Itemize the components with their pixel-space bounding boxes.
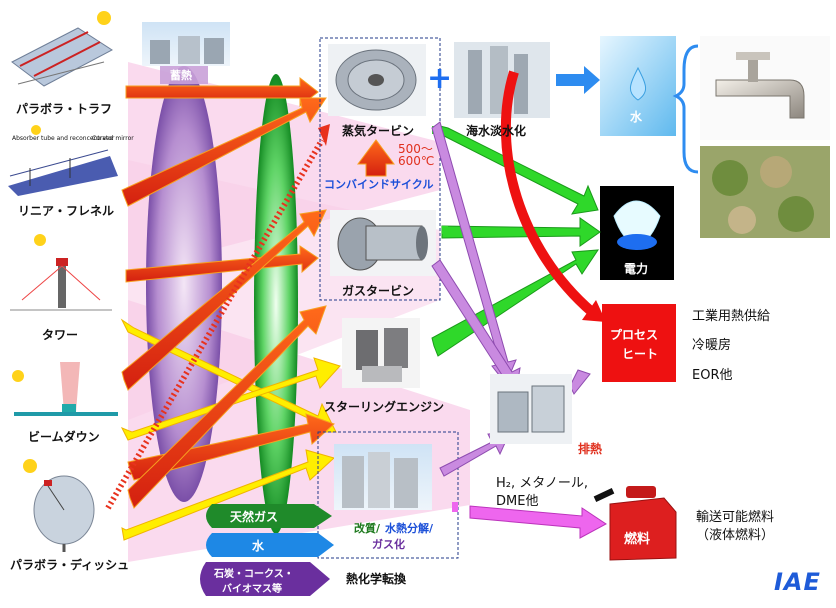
fresnel-annotation-1: Absorber tube and reconcentrator: [12, 135, 115, 142]
thermochemical-plant-image: [334, 444, 432, 510]
stirling-label: スターリングエンジン: [324, 400, 445, 414]
green-arrows: [431, 125, 601, 357]
thermochem-label: 熱化学転換: [346, 572, 407, 586]
steam-turbine-image: [328, 44, 426, 116]
magenta-arrow: [469, 505, 607, 539]
linear-fresnel-image: [8, 125, 118, 196]
faucet-image: [700, 36, 830, 140]
thermochem-process-1: 改質/: [354, 522, 381, 535]
fuel-label: 燃料: [624, 532, 651, 547]
water-brace: [672, 44, 699, 174]
transportable-fuel-label-2: （液体燃料）: [696, 528, 775, 543]
electricity-image: [600, 186, 674, 280]
purple-arrow: [569, 369, 591, 395]
storage-banner: [160, 66, 208, 84]
sun-icon: [31, 125, 41, 135]
waste-heat-label: 排熱: [578, 442, 603, 456]
thermochem-process-2: 水熱分解/: [385, 522, 434, 535]
temp-range-1: 500～: [398, 142, 433, 156]
combined-cycle-label: コンバインドサイクル: [324, 178, 434, 191]
linear-fresnel-label: リニア・フレネル: [18, 204, 115, 218]
chemical-plant-image: [490, 374, 572, 444]
parabolic-trough-image: [11, 11, 113, 87]
red-curved-arrow-head: [582, 300, 606, 322]
sun-icon: [12, 370, 24, 382]
red-curved-arrow: [500, 70, 596, 316]
plus-sign: +: [427, 61, 452, 96]
natural-gas-label: 天然ガス: [230, 510, 279, 524]
red-arrows: [105, 76, 335, 510]
gas-turbine-label: ガスタービン: [342, 284, 415, 298]
combined-cycle-up-arrow: [357, 139, 395, 177]
parabolic-trough-label: パラボラ・トラフ: [16, 102, 113, 116]
thermochem-process-3: ガス化: [372, 538, 405, 551]
fuel-can-image: [593, 486, 677, 561]
iae-logo: IAE: [774, 568, 821, 596]
red-arrow: [121, 209, 327, 391]
stirling-engine-image: [342, 318, 420, 388]
feedstock-pills: [200, 504, 334, 596]
red-arrow: [125, 245, 319, 283]
steam-gas-turbine-box: [319, 37, 441, 301]
thermochemical-box: [317, 431, 459, 559]
temp-range-2: 600℃: [398, 154, 435, 168]
products-label-2: DME他: [496, 494, 539, 509]
coal-biomass-pill: [200, 562, 330, 596]
red-arrow: [121, 97, 327, 207]
water-image: [600, 36, 676, 136]
water-pill: [206, 533, 334, 557]
water-output-label: 水: [630, 110, 643, 124]
irrigation-field-image: [700, 146, 830, 238]
parabolic-dish-label: パラボラ・ディッシュ: [10, 558, 130, 572]
process-heat-label-2: ヒート: [622, 347, 659, 361]
blue-arrow: [556, 66, 600, 94]
red-dotted-arrow-head: [318, 124, 330, 146]
water-feed-label: 水: [252, 539, 265, 553]
red-dotted-arrow: [105, 138, 325, 510]
products-label-1: H₂, メタノール,: [496, 476, 588, 491]
sun-icon: [97, 11, 111, 25]
tower-label: タワー: [42, 328, 79, 342]
electricity-label: 電力: [624, 262, 649, 276]
heat-storage-image: [142, 22, 230, 66]
beam-down-label: ビームダウン: [28, 430, 100, 444]
storage-ellipse-green: [254, 74, 298, 534]
sun-icon: [34, 234, 46, 246]
gas-turbine-image: [330, 210, 436, 276]
sun-icon: [23, 459, 37, 473]
eor-label: EOR他: [692, 368, 733, 383]
industrial-heat-label: 工業用熱供給: [692, 309, 771, 324]
storage-label: 蓄熱: [170, 69, 192, 82]
parabolic-dish-image: [23, 459, 95, 552]
tower-image: [10, 234, 112, 311]
desalination-label: 海水淡水化: [466, 124, 527, 138]
transportable-fuel-label-1: 輸送可能燃料: [696, 510, 775, 525]
coal-label-1: 石炭・コークス・: [214, 569, 294, 580]
green-arrow: [439, 125, 599, 215]
hvac-label: 冷暖房: [692, 338, 732, 353]
coal-label-2: バイオマス等: [222, 584, 282, 595]
red-arrow: [127, 305, 327, 509]
fresnel-annotation-2: Curved mirror: [92, 135, 134, 142]
natural-gas-pill: [206, 504, 332, 528]
purple-arrows: [431, 121, 591, 477]
process-heat-label-1: プロセス: [610, 328, 659, 342]
process-heat-box: [602, 304, 676, 382]
steam-turbine-label: 蒸気タービン: [342, 124, 415, 138]
beam-down-image: [12, 362, 118, 416]
